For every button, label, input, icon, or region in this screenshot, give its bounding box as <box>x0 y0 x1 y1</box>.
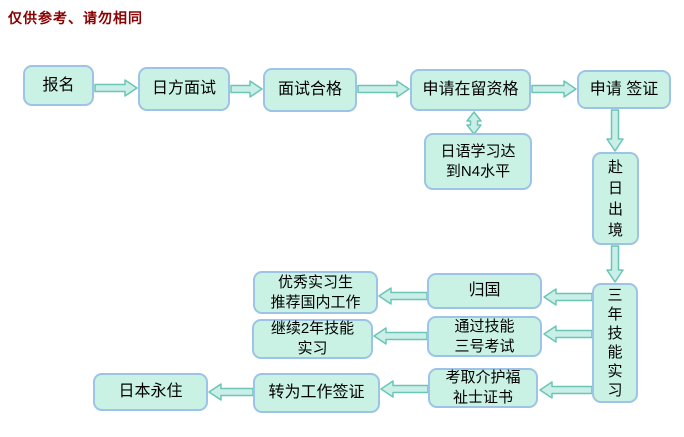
arrow-sannian-to-tongguo <box>543 325 593 343</box>
node-fu-ri-chujing: 赴 日 出 境 <box>592 152 639 245</box>
arrow-baoming-to-rifangmianshi <box>94 79 138 97</box>
node-rifang-mianshi: 日方面试 <box>138 67 230 111</box>
arrow-zairyu-riyu-bidirectional <box>466 111 482 135</box>
node-youxiu-tuijian: 优秀实习生 推荐国内工作 <box>253 271 378 314</box>
arrow-sannian-to-kaoqu <box>539 381 593 399</box>
node-guiguo: 归国 <box>427 273 542 309</box>
arrow-rifangmianshi-to-mianshihege <box>230 80 263 98</box>
arrow-mianshihege-to-zairyu <box>357 80 410 98</box>
node-tongguo-sanhao: 通过技能 三号考试 <box>427 316 542 357</box>
arrow-guiguo-to-youxiu <box>378 287 428 305</box>
arrow-furichujing-to-sannian <box>606 245 624 283</box>
page-title: 仅供参考、请勿相同 <box>8 10 143 26</box>
node-zhuanwei-qianzheng: 转为工作签证 <box>253 373 380 413</box>
node-shenqing-zairyu: 申请在留资格 <box>410 69 531 111</box>
node-sannian-jineng-shixi: 三 年 技 能 实 习 <box>592 283 638 403</box>
node-shenqing-qianzheng: 申请 签证 <box>577 70 671 109</box>
node-riyu-n4: 日语学习达 到N4水平 <box>424 133 532 190</box>
arrow-tongguo-to-jixu <box>373 327 428 345</box>
arrow-zairyu-to-qianzheng <box>531 80 577 98</box>
node-kaoqu-zhengshu: 考取介护福 祉士证书 <box>428 368 538 408</box>
node-riben-yongzhu: 日本永住 <box>93 373 208 411</box>
arrow-zhuanwei-to-yongzhu <box>208 383 254 401</box>
node-baoming: 报名 <box>23 65 94 106</box>
node-jixu-2nian: 继续2年技能 实习 <box>252 319 373 359</box>
arrow-qianzheng-to-furichujing <box>606 109 624 152</box>
node-mianshi-hege: 面试合格 <box>263 68 357 112</box>
arrow-kaoqu-to-zhuanwei <box>380 380 429 398</box>
arrow-sannian-to-guiguo <box>543 288 593 306</box>
